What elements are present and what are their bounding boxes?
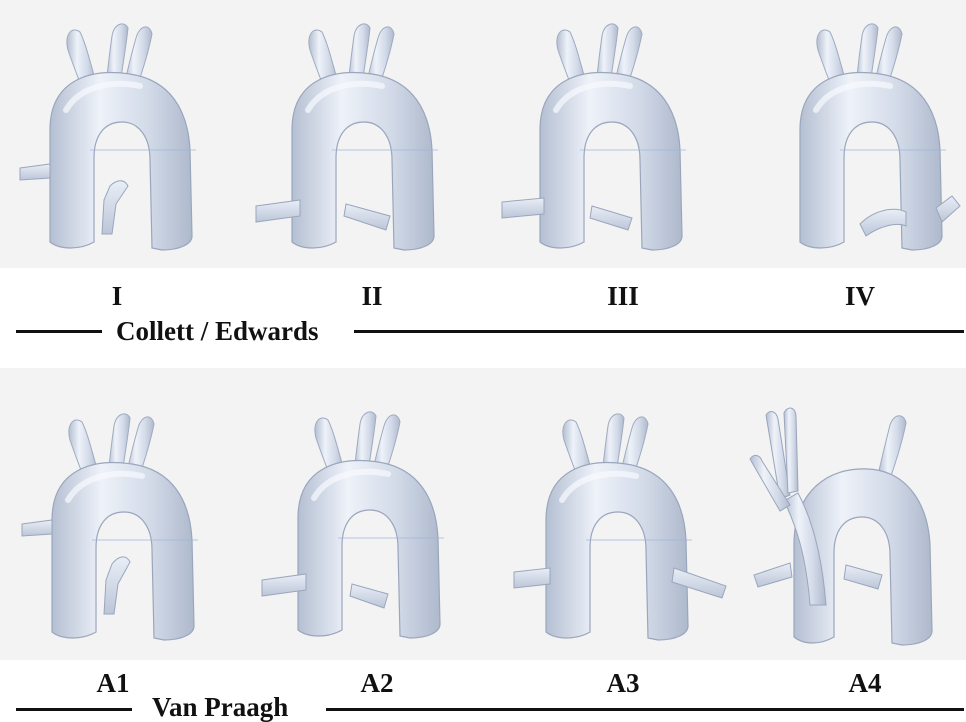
van-praagh-caption: Van Praagh	[152, 694, 288, 721]
type-label-a1: A1	[97, 670, 130, 697]
type-label-i: I	[112, 283, 123, 310]
van-praagh-rule-right	[326, 708, 964, 711]
type-label-iii: III	[607, 283, 639, 310]
diagram-type-a4	[750, 408, 932, 645]
type-label-a2: A2	[361, 670, 394, 697]
diagram-type-a2	[262, 412, 444, 638]
diagram-type-ii	[256, 24, 438, 250]
type-label-a4: A4	[849, 670, 882, 697]
collett-edwards-rule-left	[16, 330, 102, 333]
van-praagh-rule-left	[16, 708, 132, 711]
type-label-ii: II	[361, 283, 382, 310]
collett-edwards-rule-right	[354, 330, 964, 333]
diagram-type-iii	[502, 24, 686, 250]
diagram-type-a1	[22, 414, 198, 640]
type-label-a3: A3	[607, 670, 640, 697]
type-label-iv: IV	[845, 283, 875, 310]
diagram-type-iv	[800, 24, 960, 250]
collett-edwards-caption: Collett / Edwards	[116, 318, 319, 345]
diagram-type-i	[20, 24, 196, 250]
diagram-type-a3	[514, 414, 726, 640]
